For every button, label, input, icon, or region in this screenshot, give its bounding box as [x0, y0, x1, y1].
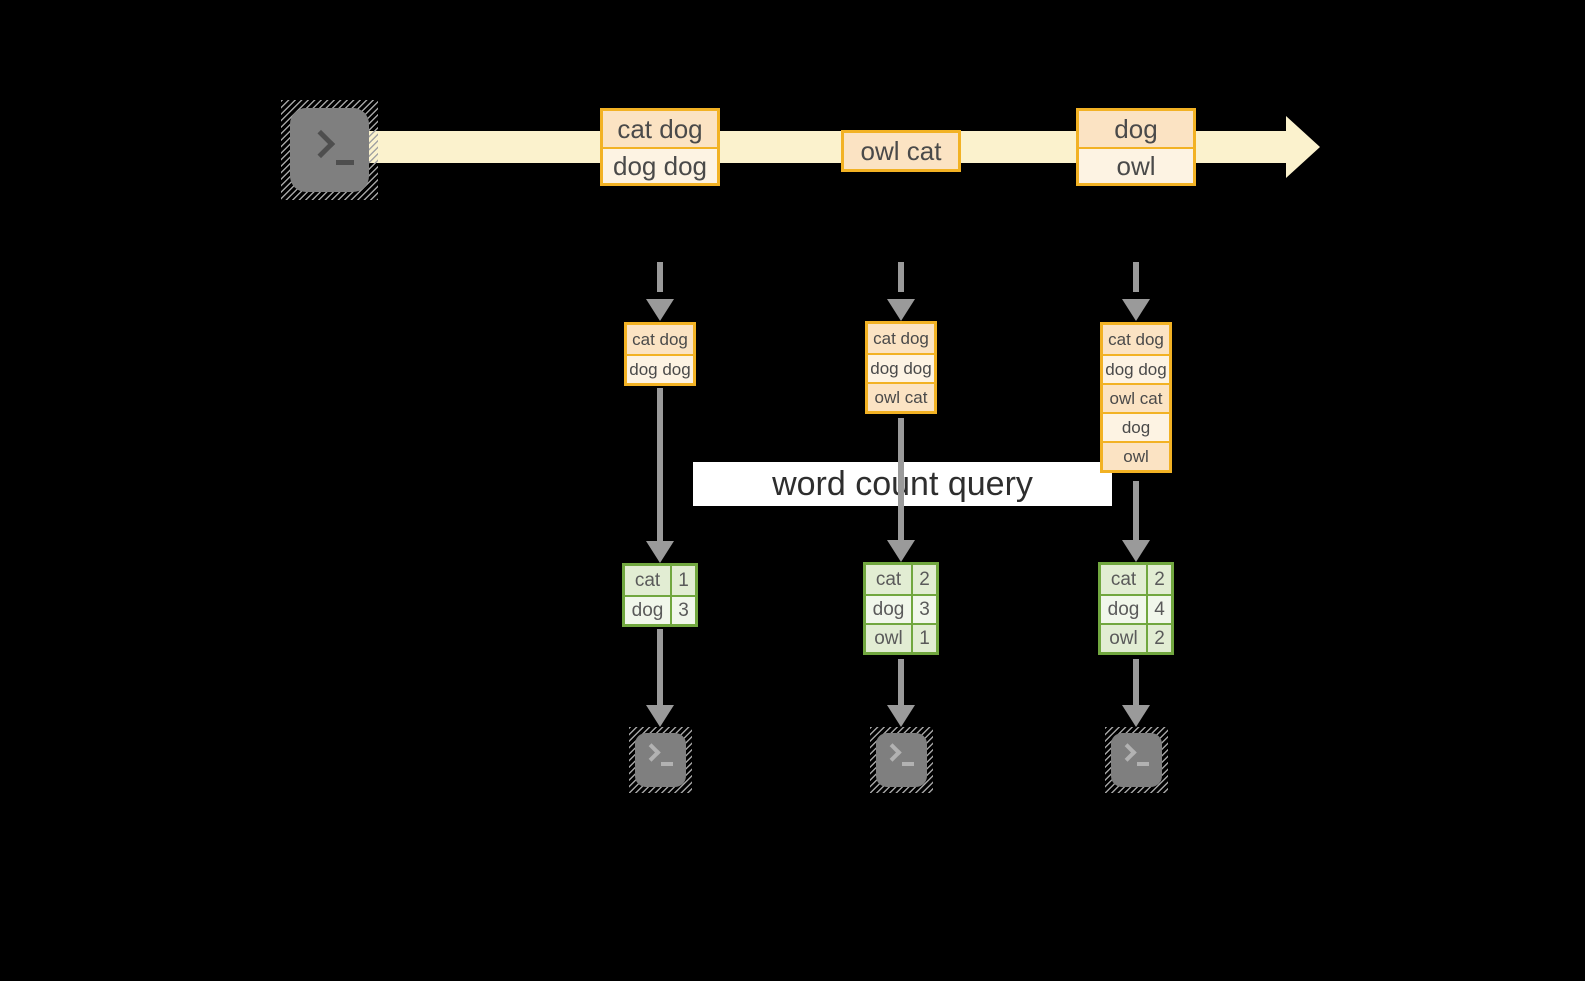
count-cell: 2: [1146, 625, 1171, 652]
stream-event-cell: dog: [1079, 111, 1193, 147]
buffer-cell: owl cat: [868, 382, 934, 411]
table-row: dog 4: [1101, 594, 1171, 623]
ingest-arrowhead-icon: [646, 299, 674, 321]
stream-event: dog owl: [1076, 108, 1196, 186]
word-cell: cat: [875, 568, 902, 590]
prompt-chevron-icon: [642, 743, 661, 762]
buffer-cell: owl: [1103, 441, 1169, 470]
buffer-cell: dog dog: [627, 354, 693, 383]
output-terminal-icon: [1105, 727, 1168, 793]
output-arrow: [1133, 659, 1139, 707]
buffer-cell: dog: [1103, 412, 1169, 441]
output-arrowhead-icon: [646, 705, 674, 727]
table-row: dog 3: [625, 595, 695, 624]
count-cell: 4: [1146, 596, 1171, 623]
query-arrowhead-icon: [887, 540, 915, 562]
table-row: cat 1: [625, 566, 695, 595]
buffer-cell: cat dog: [627, 325, 693, 354]
count-cell: 3: [911, 596, 936, 623]
count-cell: 2: [1146, 565, 1171, 594]
query-arrow: [657, 388, 663, 543]
buffer-stack: cat dog dog dog owl cat dog owl: [1100, 322, 1172, 473]
ingest-arrow-dash: [1133, 262, 1139, 292]
word-cell: dog: [872, 598, 905, 620]
table-row: cat 2: [866, 565, 936, 594]
count-cell: 1: [911, 625, 936, 652]
count-table: cat 2 dog 4 owl 2: [1098, 562, 1174, 655]
prompt-underscore-icon: [1137, 762, 1149, 766]
buffer-stack: cat dog dog dog: [624, 322, 696, 386]
count-cell: 2: [911, 565, 936, 594]
buffer-stack: cat dog dog dog owl cat: [865, 321, 937, 414]
output-arrow: [898, 659, 904, 707]
stream-event: cat dog dog dog: [600, 108, 720, 186]
word-cell: dog: [1107, 598, 1140, 620]
word-cell: cat: [1110, 568, 1137, 590]
stream-event-cell: owl: [1079, 147, 1193, 183]
table-row: owl 2: [1101, 623, 1171, 652]
buffer-cell: owl cat: [1103, 383, 1169, 412]
prompt-underscore-icon: [902, 762, 914, 766]
terminal-screen: [635, 733, 686, 787]
query-arrowhead-icon: [1122, 540, 1150, 562]
stream-event-cell: cat dog: [603, 111, 717, 147]
word-cell: owl: [1109, 627, 1138, 649]
terminal-screen: [1111, 733, 1162, 787]
stream-event: owl cat: [841, 130, 961, 172]
count-table: cat 1 dog 3: [622, 563, 698, 627]
table-row: owl 1: [866, 623, 936, 652]
output-arrowhead-icon: [887, 705, 915, 727]
word-cell: owl: [874, 627, 903, 649]
query-arrowhead-icon: [646, 541, 674, 563]
output-arrow: [657, 629, 663, 707]
buffer-cell: dog dog: [868, 353, 934, 382]
count-cell: 3: [670, 597, 695, 624]
word-cell: dog: [631, 599, 664, 621]
stream-event-cell: owl cat: [844, 133, 958, 169]
ingest-arrow-dash: [898, 262, 904, 292]
output-arrowhead-icon: [1122, 705, 1150, 727]
buffer-cell: cat dog: [1103, 325, 1169, 354]
prompt-chevron-icon: [306, 129, 336, 159]
terminal-screen: [876, 733, 927, 787]
stream-event-cell: dog dog: [603, 147, 717, 183]
count-cell: 1: [670, 566, 695, 595]
buffer-cell: dog dog: [1103, 354, 1169, 383]
buffer-cell: cat dog: [868, 324, 934, 353]
table-row: cat 2: [1101, 565, 1171, 594]
prompt-underscore-icon: [336, 160, 354, 165]
query-arrow: [898, 418, 904, 541]
ingest-arrowhead-icon: [1122, 299, 1150, 321]
prompt-chevron-icon: [883, 743, 902, 762]
ingest-arrow-dash: [657, 262, 663, 292]
prompt-chevron-icon: [1118, 743, 1137, 762]
terminal-screen: [290, 108, 369, 192]
table-row: dog 3: [866, 594, 936, 623]
output-terminal-icon: [629, 727, 692, 793]
word-cell: cat: [634, 569, 661, 591]
query-arrow: [1133, 481, 1139, 541]
ingest-arrowhead-icon: [887, 299, 915, 321]
stream-arrowhead-icon: [1286, 116, 1320, 178]
prompt-underscore-icon: [661, 762, 673, 766]
output-terminal-icon: [870, 727, 933, 793]
source-terminal-icon: [281, 100, 378, 200]
count-table: cat 2 dog 3 owl 1: [863, 562, 939, 655]
